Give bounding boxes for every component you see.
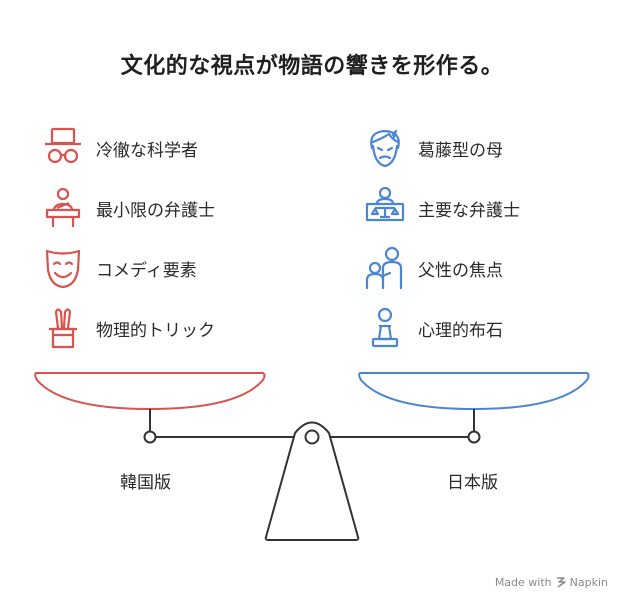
right-item-label: 心理的布石 [418,320,503,341]
diagram-title: 文化的な視点が物語の響きを形作る。 [120,54,504,79]
right-pivot [467,430,481,444]
left-item-label: 物理的トリック [96,320,215,341]
footer-brand: Napkin [569,576,608,589]
right-pan [358,372,590,411]
father-child-icon [362,246,408,290]
right-item-label: 葛藤型の母 [418,140,503,161]
napkin-logo-icon [556,577,566,588]
left-item-scientist: 冷徹な科学者 [40,126,198,170]
conflicted-face-icon [362,126,408,170]
right-item-mother: 葛藤型の母 [362,128,503,168]
judge-scales-icon [362,186,408,230]
left-pivot [143,430,157,444]
left-item-comedy: コメディ要素 [40,246,197,290]
center-pivot [304,429,320,445]
right-item-label: 主要な弁護士 [418,200,520,221]
left-item-lawyer: 最小限の弁護士 [40,186,215,230]
hat-glasses-icon [40,126,86,170]
left-pan [34,372,266,411]
right-label: 日本版 [447,473,498,493]
left-item-label: 冷徹な科学者 [96,140,198,161]
chess-pawn-icon [362,306,408,350]
lawyer-podium-icon [40,186,86,230]
footer: Made with Napkin [495,576,608,589]
right-item-label: 父性の焦点 [418,260,503,281]
left-label: 韓国版 [120,473,171,493]
right-item-lawyer: 主要な弁護士 [362,186,520,230]
left-item-label: コメディ要素 [96,260,197,281]
magic-hat-rabbit-icon [40,306,86,350]
right-item-father: 父性の焦点 [362,246,503,290]
left-item-trick: 物理的トリック [40,306,215,350]
footer-prefix: Made with [494,576,552,589]
left-item-label: 最小限の弁護士 [96,200,215,221]
fulcrum [264,421,360,541]
right-item-psychological: 心理的布石 [362,306,503,350]
comedy-mask-icon [40,246,86,290]
